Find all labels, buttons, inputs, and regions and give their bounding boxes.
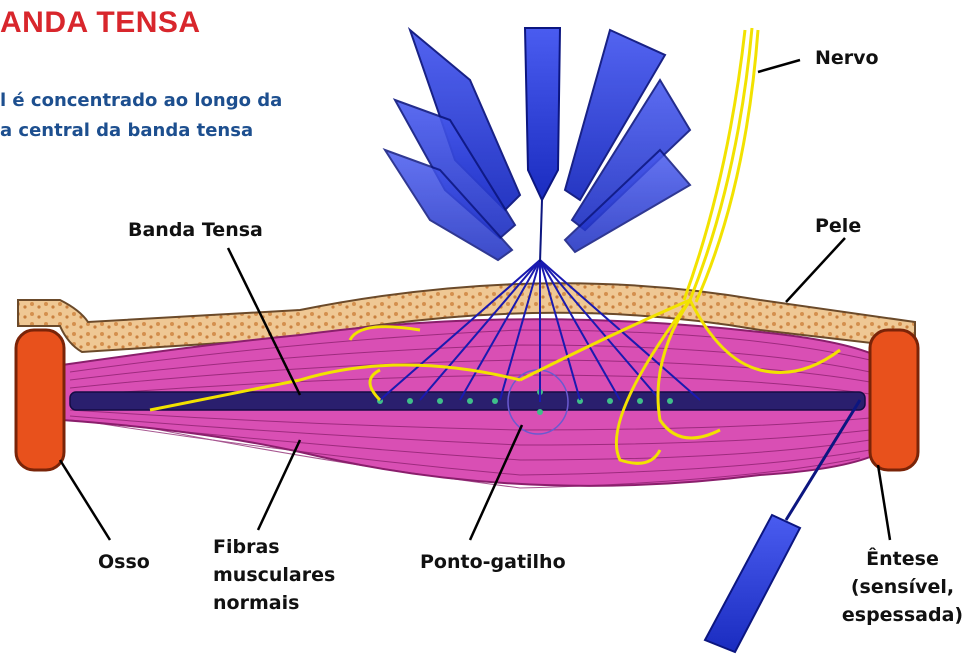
label-fibras-line-3: normais [213, 589, 373, 617]
bone-left [16, 330, 64, 470]
label-osso: Osso [98, 548, 150, 576]
label-pele: Pele [815, 212, 861, 240]
label-fibras: Fibras musculares normais [213, 533, 373, 617]
label-entese: Êntese (sensível, espessada) [830, 545, 975, 629]
label-entese-line-1: Êntese [830, 545, 975, 573]
label-entese-line-3: espessada) [830, 601, 975, 629]
bone-right [870, 330, 918, 470]
subtitle-line-1: l é concentrado ao longo da [0, 86, 360, 116]
label-fibras-line-2: musculares [213, 561, 373, 589]
label-ponto-gatilho: Ponto-gatilho [420, 548, 566, 576]
label-entese-line-2: (sensível, [830, 573, 975, 601]
label-fibras-line-1: Fibras [213, 533, 373, 561]
label-banda-tensa: Banda Tensa [128, 216, 263, 244]
diagram-title: ANDA TENSA [0, 6, 201, 40]
diagram-subtitle: l é concentrado ao longo da a central da… [0, 86, 360, 146]
subtitle-line-2: a central da banda tensa [0, 116, 360, 146]
label-nervo: Nervo [815, 44, 879, 72]
